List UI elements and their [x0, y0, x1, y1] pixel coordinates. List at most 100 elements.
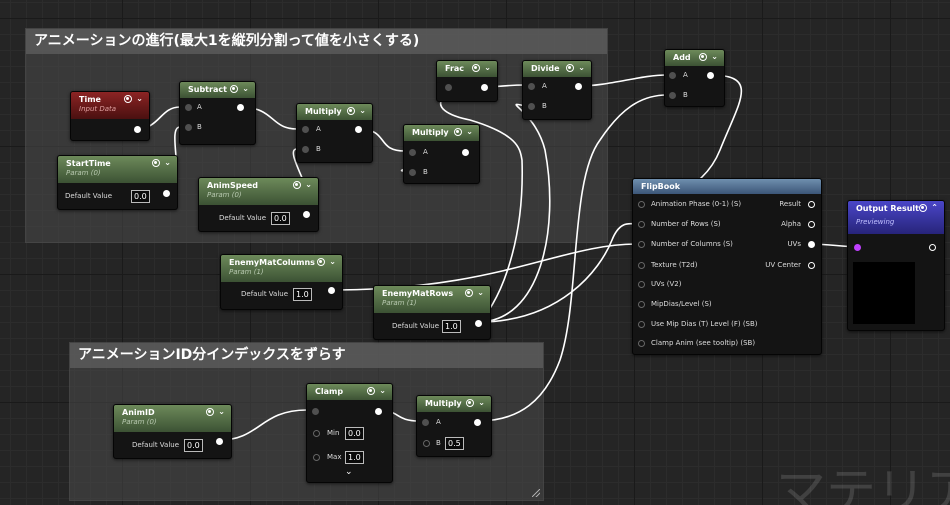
output-pin-result[interactable] — [808, 201, 815, 208]
output-pin[interactable] — [216, 438, 223, 445]
preview-toggle-icon[interactable] — [230, 85, 239, 93]
input-pin-a[interactable] — [302, 126, 309, 133]
input-pin-uvs[interactable] — [638, 281, 645, 288]
input-pin-columns[interactable] — [638, 241, 645, 248]
preview-toggle-icon[interactable] — [465, 289, 474, 297]
preview-toggle-icon[interactable] — [454, 128, 463, 136]
input-pin-a[interactable] — [669, 72, 676, 79]
collapse-chevron-icon[interactable]: ⌄ — [466, 127, 473, 136]
node-divide[interactable]: Divide ⌄ A B — [522, 60, 592, 120]
collapse-chevron-icon[interactable]: ⌄ — [477, 288, 484, 297]
preview-toggle-icon[interactable] — [293, 181, 302, 189]
node-header[interactable]: Clamp ⌄ — [307, 384, 392, 400]
node-output-result[interactable]: Output Result Previewing ⌃ — [847, 200, 945, 331]
node-header[interactable]: Time Input Data ⌄ — [71, 92, 149, 119]
min-value-field[interactable]: 0.0 — [345, 427, 364, 440]
node-header[interactable]: EnemyMatRows Param (1) ⌄ — [374, 286, 490, 313]
default-value-field[interactable]: 0.0 — [184, 439, 203, 452]
input-pin-b[interactable] — [528, 103, 535, 110]
collapse-chevron-icon[interactable]: ⌃ — [931, 203, 938, 212]
preview-toggle-icon[interactable] — [367, 387, 376, 395]
input-pin-a[interactable] — [185, 104, 192, 111]
node-multiply[interactable]: Multiply ⌄ A B — [403, 124, 480, 184]
output-pin-alpha[interactable] — [808, 221, 815, 228]
output-pin[interactable] — [303, 211, 310, 218]
preview-toggle-icon[interactable] — [152, 159, 161, 167]
node-header[interactable]: Multiply ⌄ — [404, 125, 479, 141]
input-pin-max[interactable] — [313, 454, 320, 461]
default-value-field[interactable]: 0.0 — [131, 190, 150, 203]
default-value-field[interactable]: 1.0 — [442, 320, 461, 333]
input-pin-phase[interactable] — [638, 201, 645, 208]
input-pin-uvs[interactable] — [854, 244, 861, 251]
input-pin-b[interactable] — [423, 440, 430, 447]
preview-toggle-icon[interactable] — [124, 95, 133, 103]
input-pin-a[interactable] — [409, 149, 416, 156]
collapse-chevron-icon[interactable]: ⌄ — [164, 158, 171, 167]
output-pin[interactable] — [355, 126, 362, 133]
collapse-chevron-icon[interactable]: ⌄ — [478, 398, 485, 407]
node-header[interactable]: Multiply ⌄ — [297, 104, 372, 120]
output-pin[interactable] — [375, 408, 382, 415]
comment-title[interactable]: アニメーションID分インデックスをずらす — [70, 343, 543, 368]
output-pin[interactable] — [474, 419, 481, 426]
collapse-chevron-icon[interactable]: ⌄ — [578, 63, 585, 72]
output-pin[interactable] — [481, 84, 488, 91]
node-starttime[interactable]: StartTime Param (0) ⌄ Default Value 0.0 — [57, 155, 178, 210]
output-pin[interactable] — [328, 287, 335, 294]
default-value-field[interactable]: 0.0 — [271, 212, 290, 225]
output-pin[interactable] — [575, 83, 582, 90]
output-pin[interactable] — [475, 320, 482, 327]
node-enemymatrows[interactable]: EnemyMatRows Param (1) ⌄ Default Value 1… — [373, 285, 491, 340]
node-header[interactable]: Subtract ⌄ — [180, 82, 255, 98]
node-time[interactable]: Time Input Data ⌄ — [70, 91, 150, 141]
collapse-chevron-icon[interactable]: ⌄ — [305, 180, 312, 189]
node-multiply[interactable]: Multiply ⌄ A B 0.5 — [416, 395, 492, 457]
preview-toggle-icon[interactable] — [472, 64, 481, 72]
node-add[interactable]: Add ⌄ A B — [664, 49, 725, 107]
input-pin[interactable] — [445, 84, 452, 91]
node-enemymatcolumns[interactable]: EnemyMatColumns Param (1) ⌄ Default Valu… — [220, 254, 343, 310]
max-value-field[interactable]: 1.0 — [345, 451, 364, 464]
node-frac[interactable]: Frac ⌄ — [436, 60, 498, 102]
node-header[interactable]: EnemyMatColumns Param (1) ⌄ — [221, 255, 342, 282]
node-animid[interactable]: AnimID Param (0) ⌄ Default Value 0.0 — [113, 404, 232, 459]
collapse-chevron-icon[interactable]: ⌄ — [359, 106, 366, 115]
preview-toggle-icon[interactable] — [347, 107, 356, 115]
default-value-field[interactable]: 1.0 — [293, 288, 312, 301]
input-pin-mipbias[interactable] — [638, 301, 645, 308]
input-pin-b[interactable] — [409, 169, 416, 176]
preview-toggle-icon[interactable] — [317, 258, 326, 266]
collapse-chevron-icon[interactable]: ⌄ — [379, 386, 386, 395]
output-pin[interactable] — [134, 126, 141, 133]
collapse-chevron-icon[interactable]: ⌄ — [242, 84, 249, 93]
input-pin-b[interactable] — [302, 146, 309, 153]
input-pin-usemip[interactable] — [638, 321, 645, 328]
input-pin[interactable] — [312, 408, 319, 415]
preview-toggle-icon[interactable] — [699, 53, 708, 61]
comment-title[interactable]: アニメーションの進行(最大1を縦列分割って値を小さくする) — [26, 29, 607, 54]
input-pin-b[interactable] — [185, 124, 192, 131]
node-header[interactable]: Frac ⌄ — [437, 61, 497, 77]
node-header[interactable]: Divide ⌄ — [523, 61, 591, 77]
input-pin-a[interactable] — [422, 419, 429, 426]
collapse-chevron-icon[interactable]: ⌄ — [484, 63, 491, 72]
input-pin-b[interactable] — [669, 92, 676, 99]
resize-grip-icon[interactable] — [532, 489, 540, 497]
node-header[interactable]: FlipBook — [633, 179, 821, 194]
b-value-field[interactable]: 0.5 — [445, 437, 464, 450]
node-header[interactable]: Add ⌄ — [665, 50, 724, 66]
node-subtract[interactable]: Subtract ⌄ A B — [179, 81, 256, 145]
output-pin[interactable] — [163, 190, 170, 197]
input-pin-texture[interactable] — [638, 262, 645, 269]
collapse-chevron-icon[interactable]: ⌄ — [136, 94, 143, 103]
node-header[interactable]: Output Result Previewing ⌃ — [848, 201, 944, 234]
collapse-chevron-icon[interactable]: ⌄ — [329, 257, 336, 266]
expand-chevron-icon[interactable]: ⌄ — [345, 467, 353, 477]
output-pin-uvs[interactable] — [808, 241, 815, 248]
node-flipbook[interactable]: FlipBook Animation Phase (0-1) (S) Numbe… — [632, 178, 822, 355]
input-pin-a[interactable] — [528, 83, 535, 90]
output-pin[interactable] — [929, 244, 936, 251]
output-pin[interactable] — [237, 104, 244, 111]
